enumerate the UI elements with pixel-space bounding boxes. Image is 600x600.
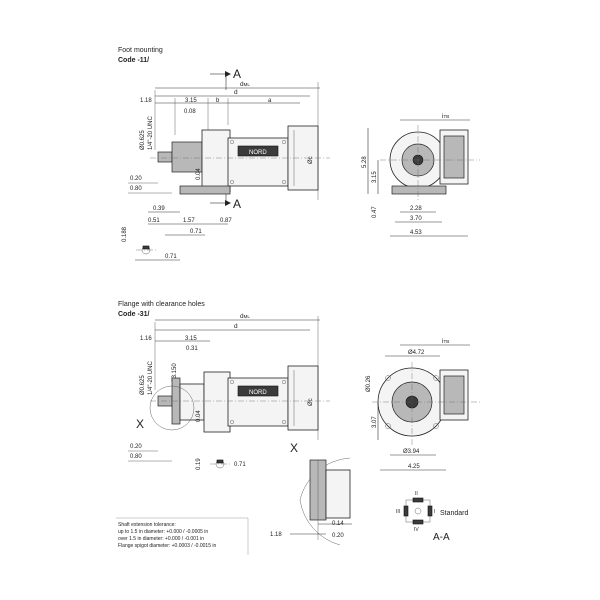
dim-a: a [268,98,272,104]
tolerance-note: Shaft extension tolerance: up to 1.5 in … [116,517,249,555]
note-line-1: Shaft extension tolerance: [118,522,176,528]
section-arrow-top: A [210,67,241,90]
end-view-1: iTB [380,113,480,200]
dim2-0-20b: 0.20 [332,533,344,539]
dim2-0-80: 0.80 [130,454,142,460]
section-label-a-top: A [233,67,241,81]
dim2-d-label: d [234,323,238,330]
detail-x-view: X [290,441,351,546]
detail-x-title: X [290,441,298,455]
note-line-4: Flange spigot diameter: +0.0003 / -0.001… [118,543,216,549]
dim-phi-c: Øc [308,156,314,164]
detail-x-label: X [136,417,144,431]
dim2-0-04: 0.04 [196,410,202,422]
dim-itb: iTB [442,113,449,120]
tb-section-label: A-A [433,532,450,543]
section-arrow-bottom: A [210,194,241,211]
dim2-shaft-dia: Ø0.625 [140,375,146,395]
dim-2-28: 2.28 [410,206,422,212]
section2-title: Flange with clearance holes [118,301,205,308]
dim-0-39: 0.39 [153,206,165,212]
tb-pos-right: I [434,509,435,515]
dim-0-87: 0.87 [220,218,232,224]
tb-pos-top: II [415,491,418,497]
dim-4-53: 4.53 [410,230,422,236]
dim2-0-20: 0.20 [130,444,142,450]
dim-thread: 1/4"-20 UNC [148,116,154,150]
dim2-1-16: 1.16 [140,336,152,342]
detail-x-circle [149,385,195,431]
tb-standard-label: Standard [440,510,469,517]
terminal-box-diagram: II III I IV Standard A-A [396,491,469,543]
dim-0-47: 0.47 [372,206,378,218]
dim-0-08: 0.08 [184,109,196,115]
dim-1-57: 1.57 [183,218,195,224]
dim-1-18: 1.18 [140,98,152,104]
dim-0-20: 0.20 [130,176,142,182]
dim2-0-19: 0.19 [196,458,202,470]
brand-text-1: NORD [249,150,267,156]
dim2-1-18: 1.18 [270,532,282,538]
section1-title: Foot mounting [118,47,163,54]
dim2-thread: 1/4"-20 UNC [148,361,154,395]
dim-3-70: 3.70 [410,216,422,222]
dim2-0-26: Ø0.26 [366,375,372,392]
dim-0-71a: 0.71 [190,229,202,235]
mounting-foot-1 [179,185,231,195]
dim2-3-07: 3.07 [372,416,378,428]
dim-dml-label: dML [240,81,250,88]
dim-0-188: 0.188 [122,226,128,242]
tb-pos-bottom: IV [414,527,419,533]
dim-3-15v: 3.15 [372,171,378,183]
dim2-dml-label: dML [240,313,250,320]
dim-d-label: d [234,89,238,96]
tb-pos-left: III [396,509,400,515]
motor-side-view-1: NORD [150,125,330,195]
dim-0-51: 0.51 [148,218,160,224]
dim2-4-72: Ø4.72 [408,350,425,356]
brand-plate-1 [237,145,279,157]
dim2-phi-c: Øc [308,398,314,406]
section1-code: Code -11/ [118,57,149,64]
dim2-4-25: 4.25 [408,464,420,470]
note-line-3: over 1.5 in diameter: +0.000 / -0.001 in [118,536,204,542]
dim-5-28: 5.28 [362,156,368,168]
dim-b: b [216,98,220,104]
dim2-0-14: 0.14 [332,521,344,527]
dim2-3-15: 3.15 [185,336,197,342]
motor-side-view-2: NORD [149,365,330,433]
dim2-0-31: 0.31 [186,346,198,352]
dim2-itb: iTB [442,338,449,345]
dim-0-80: 0.80 [130,186,142,192]
dim2-3-94: Ø3.94 [403,449,420,455]
shaft-key-detail: 0.188 0.71 [122,226,180,261]
dim-3-15: 3.15 [185,98,197,104]
note-line-2: up to 1.5 in diameter: +0.000 / -0.0005 … [118,529,208,535]
dim-0-04: 0.04 [196,168,202,180]
dim-shaft-dia: Ø0.625 [140,130,146,150]
shaft-key-detail-2: 0.19 0.71 [196,458,246,470]
dim2-spigot: Ø3.150 [172,363,178,383]
section2-code: Code -31/ [118,311,150,318]
dim-0-71b: 0.71 [165,254,177,260]
section-label-a-bottom: A [233,197,241,211]
end-view-2: iTB Ø4.72 [372,338,480,445]
brand-text-2: NORD [249,390,267,396]
dim2-0-71: 0.71 [234,462,246,468]
